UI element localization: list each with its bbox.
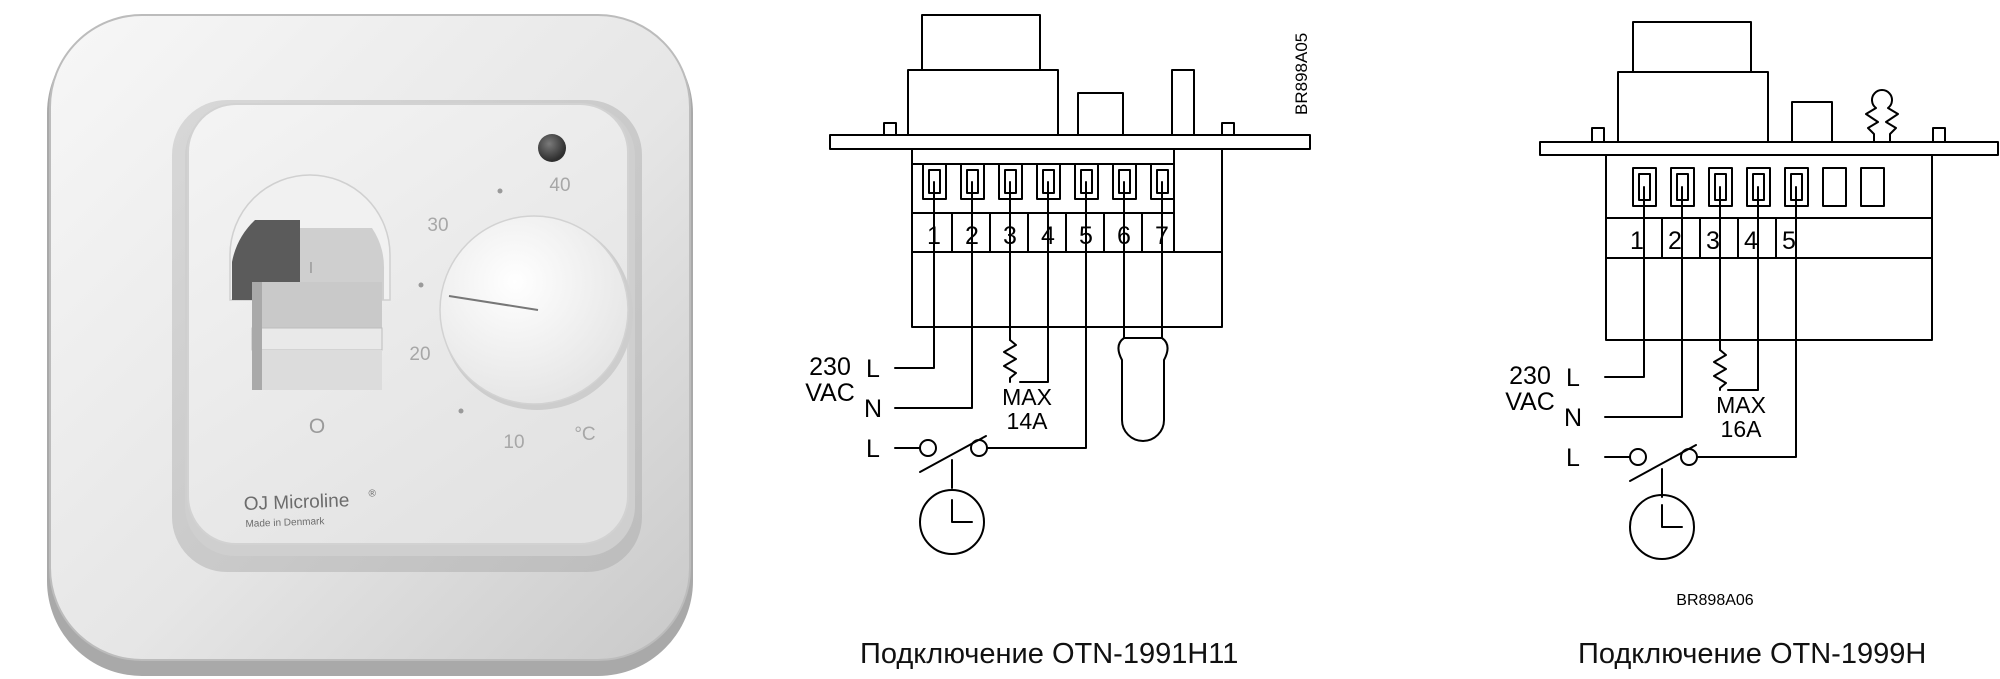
neutral-label: N — [864, 395, 882, 423]
wire-switched-5 — [987, 181, 1087, 449]
line-label: L — [1566, 364, 1580, 392]
timer-clock-icon — [1629, 494, 1695, 560]
scale-40-label: 40 — [549, 175, 570, 196]
diagram-2-caption: Подключение OTN-1999H — [1578, 638, 1927, 670]
heating-resistor — [1713, 349, 1727, 391]
terminal-4-label: 4 — [1744, 227, 1758, 255]
wiring-diagram-otn-1991h11: 1 2 3 4 5 6 7 230 VAC L N L MAX 14A BR89… — [805, 14, 1311, 555]
temperature-dial-knob[interactable] — [439, 215, 633, 410]
switch-line-label: L — [1566, 444, 1580, 472]
dial-indicator-line — [448, 295, 539, 311]
switch-line-label: L — [866, 435, 880, 463]
timer-clock-icon — [919, 489, 985, 555]
max-label: MAX — [1002, 384, 1052, 410]
terminal-3-label: 3 — [1706, 227, 1720, 255]
status-led — [538, 134, 566, 162]
timer-switch-blade — [919, 435, 987, 473]
line-label: L — [866, 355, 880, 383]
wire-heater-4 — [1019, 181, 1049, 383]
voltage-value-label: 230 — [1509, 362, 1551, 390]
thermostat-housing — [1539, 21, 1999, 341]
floor-sensor — [1117, 337, 1169, 442]
brand-registered-mark: ® — [368, 488, 376, 499]
wire-neutral-N — [1604, 186, 1683, 418]
diagram-labels: 230 VAC L N L MAX 14A BR898A05 — [805, 33, 1311, 463]
thermostat-housing — [829, 14, 1311, 328]
max-current-label: 16A — [1721, 416, 1763, 442]
scale-10-label: 10 — [503, 432, 524, 453]
made-in-label: Made in Denmark — [245, 516, 325, 530]
diagram-labels: 230 VAC L N L MAX 16A BR898A06 — [1505, 362, 1766, 609]
diagram-code-label: BR898A05 — [1292, 33, 1311, 115]
switch-contact — [1629, 448, 1647, 466]
brand-name: OJ Microline — [243, 490, 349, 515]
heating-resistor — [1003, 339, 1017, 383]
wiring — [894, 181, 1169, 555]
scale-dot — [458, 408, 464, 414]
max-current-label: 14A — [1007, 408, 1049, 434]
power-rocker-switch[interactable] — [229, 174, 391, 390]
thermostat-photo: I O 30 40 20 10 °C OJ Microline ® Made i… — [47, 14, 693, 676]
scale-dot — [497, 188, 503, 194]
scale-30-label: 30 — [427, 215, 448, 236]
brand-label: OJ Microline ® Made in Denmark — [243, 488, 376, 530]
switch-contact — [919, 439, 937, 457]
scale-20-label: 20 — [409, 344, 430, 365]
switch-on-label: I — [309, 260, 313, 277]
wire-line-L — [1604, 186, 1645, 378]
terminal-numbers: 1 2 3 4 5 — [1630, 227, 1796, 255]
terminal-5-label: 5 — [1782, 227, 1796, 255]
diagram-code-label: BR898A06 — [1676, 592, 1753, 609]
sensor-connector-icon — [1865, 89, 1899, 143]
voltage-unit-label: VAC — [805, 379, 855, 407]
wiring-diagram-otn-1999h: 1 2 3 4 5 230 VAC L N L MAX 16A BR898A06 — [1505, 21, 1999, 609]
diagram-1-caption: Подключение OTN-1991H11 — [860, 638, 1239, 670]
wire-neutral-N — [894, 181, 973, 409]
neutral-label: N — [1564, 404, 1582, 432]
voltage-unit-label: VAC — [1505, 388, 1555, 416]
wire-line-L — [894, 181, 935, 369]
max-label: MAX — [1716, 392, 1766, 418]
voltage-value-label: 230 — [809, 353, 851, 381]
timer-switch-blade — [1629, 444, 1697, 482]
scale-unit-label: °C — [574, 424, 595, 445]
scale-dot — [418, 282, 424, 288]
wire-switched-5 — [1697, 186, 1797, 458]
wiring — [1604, 186, 1797, 560]
wire-heater-4 — [1727, 186, 1759, 391]
terminal-1-label: 1 — [1630, 227, 1644, 255]
switch-off-label: O — [309, 415, 325, 438]
terminal-2-label: 2 — [1668, 227, 1682, 255]
